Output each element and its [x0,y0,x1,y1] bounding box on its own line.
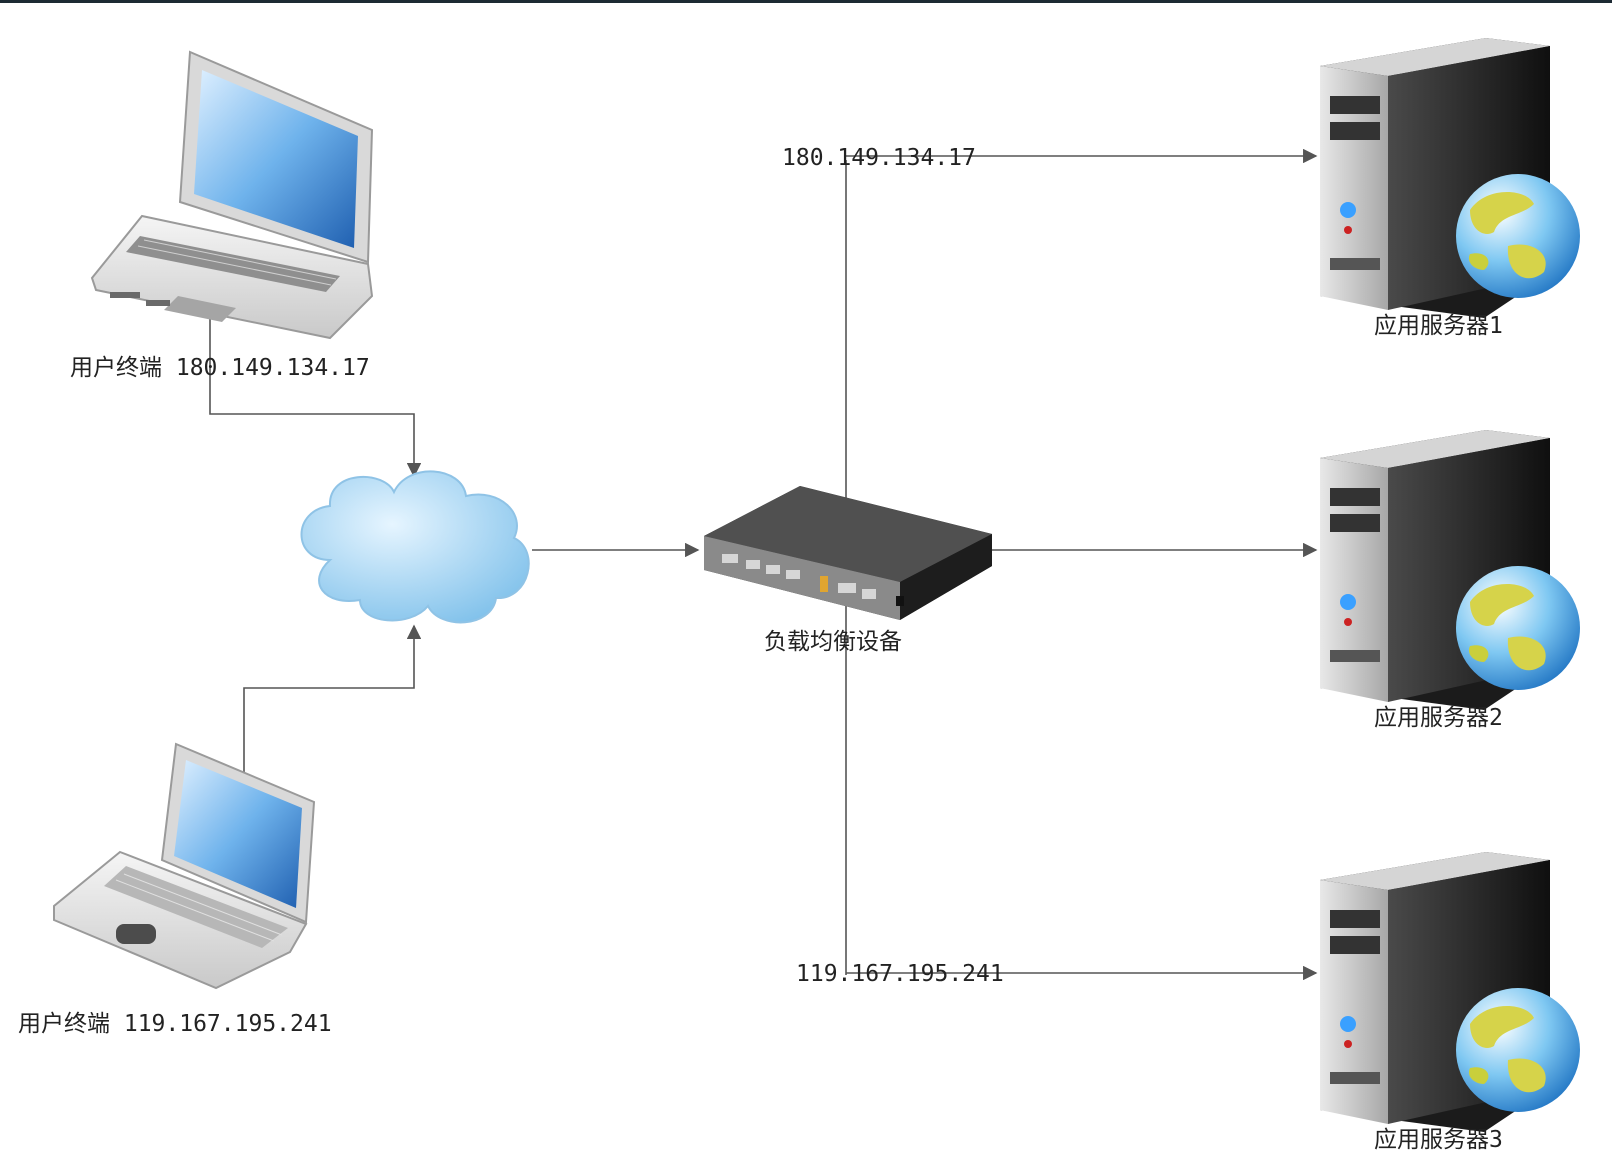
laptop-icon [53,742,316,990]
link-client2-cloud [243,624,422,772]
load-balancer-label: 负载均衡设备 [764,629,902,655]
server3-label: 应用服务器3 [1374,1127,1503,1153]
server1-label: 应用服务器1 [1374,313,1503,339]
globe-icon [1456,174,1580,298]
link-client1-cloud [209,318,422,478]
link-label-server3: 119.167.195.241 [796,961,1004,987]
server2-label: 应用服务器2 [1374,705,1503,731]
cloud-icon [300,470,530,624]
globe-icon [1456,566,1580,690]
client1-label: 用户终端 180.149.134.17 [70,355,370,381]
laptop-icon [90,50,374,340]
top-border [0,0,1612,3]
globe-icon [1456,988,1580,1112]
link-label-server1: 180.149.134.17 [782,145,976,171]
load-balancer-icon [704,486,992,620]
client2-label: 用户终端 119.167.195.241 [18,1011,332,1037]
